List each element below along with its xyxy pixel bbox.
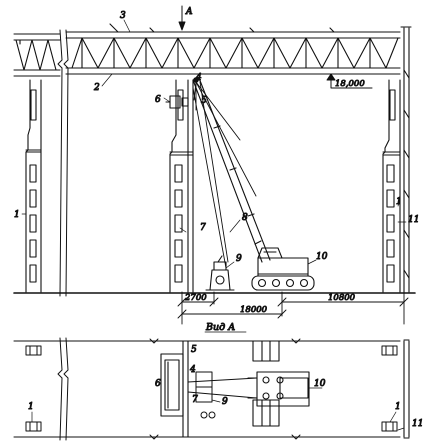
- callout-10: 10: [316, 252, 328, 262]
- hoist-cables: [193, 81, 257, 263]
- plan-boom: [187, 377, 258, 399]
- plan-callout-6: 6: [155, 379, 161, 389]
- view-label: Вид А: [205, 322, 235, 333]
- dimension-chain: [177, 291, 409, 325]
- callout-7: 7: [200, 223, 206, 233]
- plan-leaders: [31, 387, 405, 431]
- callout-1-left: 1: [14, 210, 20, 220]
- dimension-10800: 10800: [328, 293, 356, 303]
- plan-crane: [247, 340, 310, 427]
- plan-callout-1-right: 1: [395, 402, 401, 412]
- guy-cable: [192, 87, 227, 269]
- callout-5: 5: [201, 96, 207, 106]
- plan-middle-column: [160, 340, 189, 438]
- dimension-18000: 18000: [240, 305, 268, 315]
- lifted-element: [165, 95, 189, 109]
- callout-4: 4: [195, 73, 202, 83]
- plan-break-lines: [57, 337, 301, 441]
- callout-8: 8: [242, 213, 248, 223]
- plan-callout-5: 5: [191, 345, 197, 355]
- callout-9: 9: [236, 254, 242, 264]
- callout-6: 6: [155, 95, 161, 105]
- section-marker-label: A: [185, 7, 193, 17]
- dimension-2700: 2700: [184, 293, 207, 303]
- plan-outline: [13, 339, 410, 439]
- plan-callout-7: 7: [192, 395, 198, 405]
- plan-callout-9: 9: [222, 397, 228, 407]
- main-roof-truss: [65, 23, 401, 75]
- callout-1-right: 1: [396, 197, 402, 207]
- plan-callout-10: 10: [314, 379, 326, 389]
- middle-column: [169, 79, 194, 293]
- elevation-marker: [326, 73, 373, 89]
- section-arrow-a: [178, 5, 186, 31]
- left-column: [25, 79, 42, 293]
- crawler-crane: [251, 247, 315, 291]
- elevation-view: A 18,000: [13, 5, 420, 334]
- plan-callout-11: 11: [412, 419, 423, 429]
- plan-column-footprints: [25, 345, 398, 432]
- break-lines-left: [57, 29, 69, 297]
- callout-2: 2: [93, 83, 100, 93]
- elevation-mark-label: 18,000: [335, 79, 365, 89]
- plan-callout-4: 4: [189, 365, 196, 375]
- elevation-leaders: [21, 19, 407, 269]
- callout-11: 11: [408, 215, 419, 225]
- winch-unit: [205, 255, 235, 291]
- plan-callout-1-left: 1: [28, 402, 34, 412]
- callout-3: 3: [120, 11, 126, 21]
- right-column: [382, 26, 412, 293]
- left-truss-stub: [13, 33, 61, 77]
- plan-view: 1 4 5 6 7 9 10 1 11: [13, 337, 424, 441]
- plan-winch: [195, 371, 216, 419]
